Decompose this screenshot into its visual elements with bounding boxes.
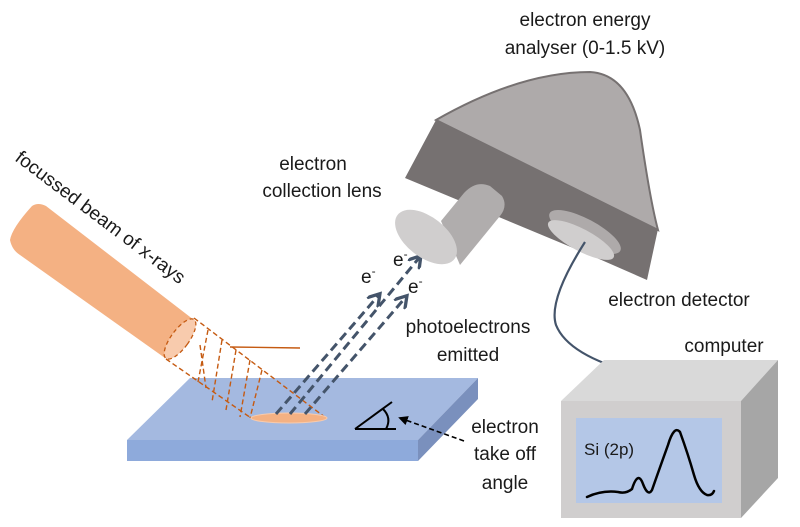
energy-analyser — [395, 70, 660, 280]
takeoff-angle-symbol — [354, 401, 396, 430]
xray-tube-end — [163, 318, 197, 360]
takeoff-angle-label-line2: take off — [474, 444, 537, 465]
electron-symbol-1: e- — [361, 264, 376, 288]
sample-side-face — [418, 378, 478, 461]
sample-top-face — [127, 378, 478, 440]
electron-symbol-2: e- — [393, 247, 408, 271]
photoelectrons-label-line1: photoelectrons — [406, 317, 531, 338]
collection-lens — [395, 184, 505, 265]
collection-lens-label-line2: collection lens — [262, 181, 381, 202]
detector-label: electron detector — [608, 290, 750, 311]
xray-beam — [10, 204, 328, 424]
collection-lens-face — [395, 209, 457, 265]
electron-path-3 — [303, 298, 405, 415]
computer-screen — [576, 418, 722, 503]
takeoff-angle-pointer — [398, 416, 465, 442]
detector — [547, 209, 621, 260]
photoelectrons-label-line2: emitted — [437, 345, 499, 366]
computer-label: computer — [684, 336, 764, 357]
sample-front-face — [127, 440, 418, 461]
electron-path-2 — [288, 258, 419, 415]
xray-projection-lines — [165, 317, 327, 419]
analyser-label-line2: analyser (0-1.5 kV) — [505, 38, 666, 59]
spectrum-curve — [585, 428, 716, 499]
takeoff-angle-label-line1: electron — [471, 417, 539, 438]
photoelectron-paths — [274, 258, 419, 415]
analyser-label-line1: electron energy — [520, 10, 651, 31]
electron-symbols: e- e- e- — [361, 247, 423, 298]
electron-symbol-3: e- — [408, 274, 423, 298]
computer: Si (2p) — [561, 360, 778, 518]
collection-lens-label-line1: electron — [279, 154, 347, 175]
analyser-top — [433, 70, 660, 232]
takeoff-angle-label-line3: angle — [482, 473, 529, 494]
detector-face — [547, 220, 615, 260]
electron-path-1 — [274, 296, 378, 415]
computer-side — [741, 360, 778, 518]
screen-peak-label: Si (2p) — [584, 440, 634, 459]
xray-tube — [10, 204, 194, 358]
computer-top — [561, 360, 778, 401]
xray-spot — [250, 412, 328, 424]
